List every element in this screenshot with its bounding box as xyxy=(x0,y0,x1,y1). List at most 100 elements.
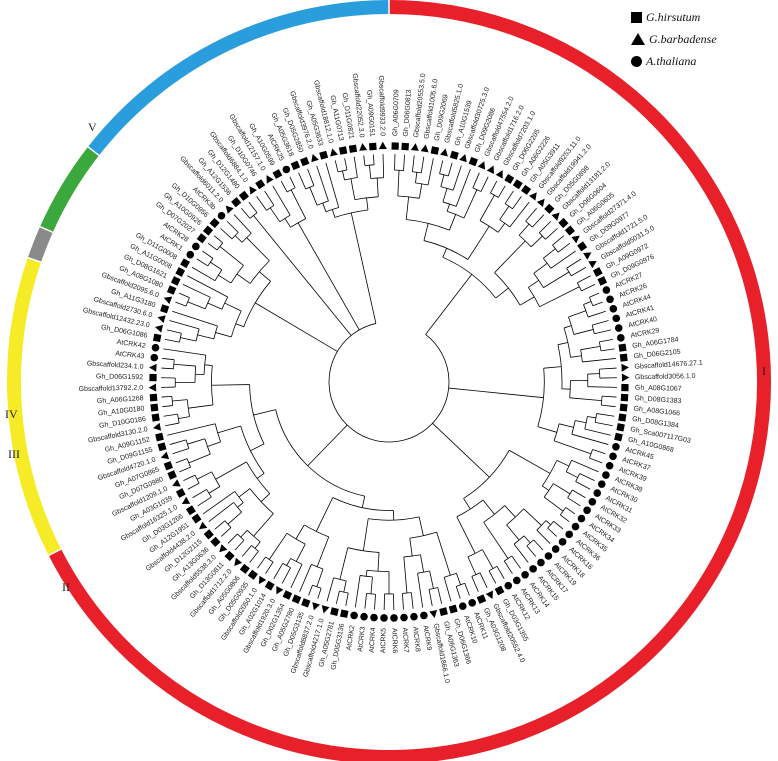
circle-icon xyxy=(350,611,358,620)
circle-icon xyxy=(512,576,521,585)
leaf-label: Gh_D06G0813 xyxy=(403,89,413,137)
triangle-icon xyxy=(312,602,320,611)
leaf-label: AtCRK2 xyxy=(346,625,357,651)
triangle-icon xyxy=(583,252,592,260)
triangle-icon xyxy=(631,33,645,45)
circle-icon xyxy=(282,165,291,174)
triangle-icon xyxy=(219,544,228,553)
square-icon xyxy=(619,353,628,362)
square-icon xyxy=(239,563,250,574)
square-icon xyxy=(209,217,220,229)
circle-icon xyxy=(593,489,602,497)
triangle-icon xyxy=(621,363,629,372)
circle-icon xyxy=(521,571,529,579)
square-icon xyxy=(348,144,358,153)
circle-icon xyxy=(420,611,428,620)
square-icon xyxy=(592,267,603,277)
square-icon xyxy=(577,241,588,252)
leaf-label: Gh_A08G1067 xyxy=(635,385,682,393)
leaf-label: Gh_D06G1592 xyxy=(96,373,143,381)
circle-icon xyxy=(544,552,553,560)
triangle-icon xyxy=(157,315,166,324)
clade-arc-v xyxy=(87,0,390,156)
square-icon xyxy=(618,343,627,352)
leaf-label: Gbscaffold3056.1.0 xyxy=(635,373,696,381)
circle-icon xyxy=(602,471,610,479)
triangle-icon xyxy=(495,170,503,179)
leaf-label: AtCRK43 xyxy=(115,350,145,360)
square-icon xyxy=(504,174,515,184)
legend-item-hirsutum: G.hirsutum xyxy=(631,6,717,28)
circle-icon xyxy=(410,612,418,621)
triangle-icon xyxy=(477,161,486,170)
circle-icon xyxy=(571,522,580,531)
square-icon xyxy=(544,203,555,214)
square-icon xyxy=(191,513,202,524)
triangle-icon xyxy=(153,422,162,431)
square-icon xyxy=(616,423,625,432)
square-icon xyxy=(494,585,505,596)
triangle-icon xyxy=(485,590,493,599)
square-icon xyxy=(558,217,569,229)
square-icon xyxy=(238,190,249,201)
square-icon xyxy=(439,607,448,616)
circle-icon xyxy=(186,250,195,259)
circle-icon xyxy=(609,452,617,461)
leaf-label: AtCRK9 xyxy=(422,625,433,651)
square-icon xyxy=(368,142,377,151)
square-icon xyxy=(160,304,170,314)
square-icon xyxy=(521,184,532,195)
triangle-icon xyxy=(440,148,448,157)
square-icon xyxy=(255,179,266,190)
circle-icon xyxy=(458,602,467,610)
square-icon xyxy=(468,156,478,167)
triangle-icon xyxy=(154,324,164,333)
clade-label-iii: III xyxy=(8,447,20,461)
circle-icon xyxy=(468,599,476,607)
square-icon xyxy=(391,142,399,150)
square-icon xyxy=(614,432,623,442)
triangle-icon xyxy=(249,186,257,195)
square-icon xyxy=(448,604,458,614)
circle-icon xyxy=(400,613,408,622)
square-icon xyxy=(282,590,293,600)
triangle-icon xyxy=(172,479,181,487)
triangle-icon xyxy=(266,175,274,184)
circle-icon xyxy=(588,497,597,506)
square-icon xyxy=(330,607,339,616)
leaf-markers xyxy=(148,141,630,622)
circle-icon xyxy=(617,334,625,342)
triangle-icon xyxy=(429,610,438,619)
clade-label-i: I xyxy=(762,364,766,378)
triangle-icon xyxy=(258,575,267,585)
clade-arc-iii xyxy=(27,226,53,263)
circle-icon xyxy=(558,538,567,546)
circle-icon xyxy=(150,353,159,362)
leaf-label: Gh_A10G0180 xyxy=(98,405,145,417)
circle-icon xyxy=(192,242,200,251)
square-icon xyxy=(449,150,459,160)
triangle-icon xyxy=(148,383,157,392)
clade-arc-ii xyxy=(7,257,62,556)
square-icon xyxy=(631,11,642,23)
triangle-icon xyxy=(359,143,368,151)
leaf-label: AtCRK8 xyxy=(411,626,421,652)
square-icon xyxy=(149,373,157,382)
circle-icon xyxy=(380,614,388,622)
triangle-icon xyxy=(536,198,545,208)
clade-label-iv: IV xyxy=(5,407,18,421)
triangle-icon xyxy=(621,373,630,382)
triangle-icon xyxy=(225,205,234,214)
square-icon xyxy=(231,197,242,208)
clade-label-ii: II xyxy=(62,580,70,594)
square-icon xyxy=(151,413,160,422)
leaf-label: Gbscaffold13792.2.0 xyxy=(79,385,144,394)
circle-icon xyxy=(605,461,614,470)
clade-arc-i xyxy=(48,0,771,761)
leaf-label: Gh_A06G1268 xyxy=(97,395,144,405)
square-icon xyxy=(264,580,275,591)
circle-icon xyxy=(151,343,160,352)
leaf-label: Gbscaffold14676.27.1 xyxy=(634,360,703,371)
